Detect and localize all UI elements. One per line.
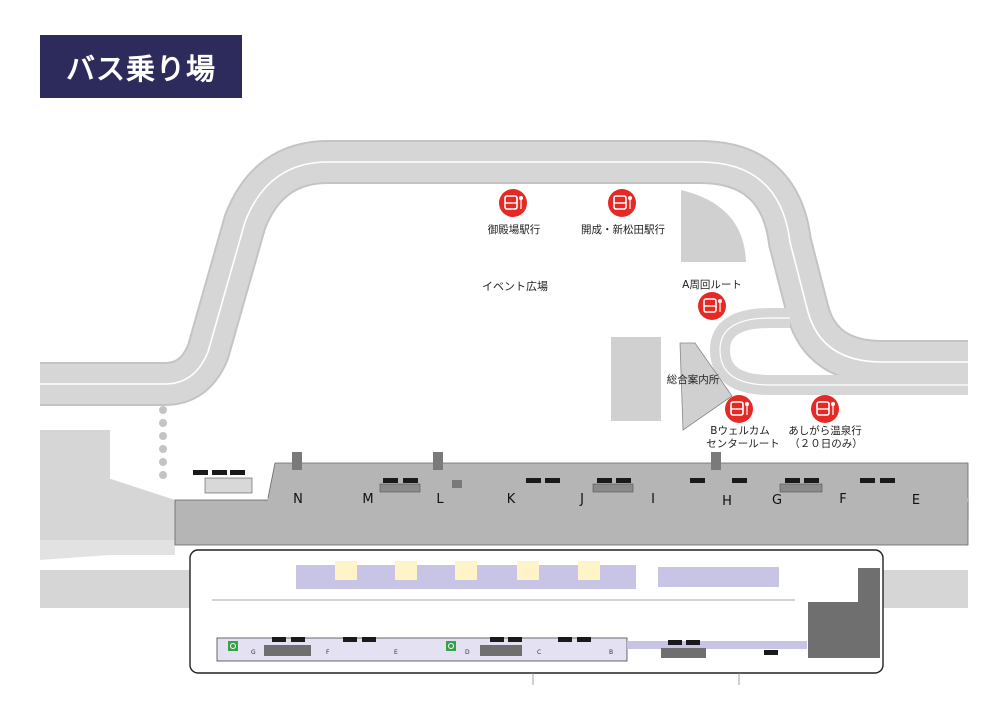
label-b-route-1: Bウェルカム [710, 425, 770, 437]
bus-stop-icon[interactable] [811, 395, 839, 423]
bay-i: I [651, 492, 655, 507]
shelters [204, 477, 823, 494]
bay-j: J [580, 492, 584, 507]
lower-bay-d: D [465, 649, 470, 656]
label-event-plaza: イベント広場 [482, 280, 548, 293]
bay-l: L [436, 492, 444, 507]
station-concourse [189, 549, 884, 685]
platform-pillars [292, 452, 721, 488]
label-ashigara-1: あしがら温泉行 [788, 425, 862, 437]
label-gotemba: 御殿場駅行 [487, 224, 541, 236]
label-b-route-2: センタールート [706, 438, 780, 450]
benches [193, 470, 895, 483]
left-ramp [108, 478, 175, 545]
lower-bay-e: E [394, 649, 398, 656]
left-ramp-2 [40, 540, 175, 560]
bay-g: G [771, 493, 783, 508]
building-block [611, 337, 661, 421]
lower-bay-b: B [609, 649, 614, 656]
lower-bay-f: F [326, 649, 330, 656]
wheelchair-icon [446, 641, 456, 651]
plaza-block [681, 190, 746, 262]
label-ashigara-2: （２０日のみ） [789, 438, 863, 450]
bay-e: E [911, 493, 921, 508]
label-info-center: 総合案内所 [666, 374, 720, 386]
lower-bay-c: C [537, 649, 542, 656]
bollards [159, 406, 167, 479]
bay-k: K [506, 492, 516, 507]
bay-f: F [839, 492, 847, 507]
bay-n: N [293, 492, 303, 507]
lower-bay-g: G [251, 649, 256, 656]
wheelchair-icon [228, 641, 238, 651]
page-title: バス乗り場 [40, 35, 242, 98]
label-a-route: A周回ルート [682, 279, 742, 291]
left-road-block [40, 430, 110, 540]
bus-stop-icon[interactable] [608, 189, 636, 217]
bay-m: M [362, 492, 374, 507]
bay-h: H [722, 494, 732, 509]
turning-loop [709, 308, 968, 395]
label-kaisei: 開成・新松田駅行 [581, 224, 665, 236]
bus-stop-icon[interactable] [698, 292, 726, 320]
bus-stop-icon[interactable] [499, 189, 527, 217]
bus-stop-icon[interactable] [725, 395, 753, 423]
loop-road [40, 140, 968, 406]
